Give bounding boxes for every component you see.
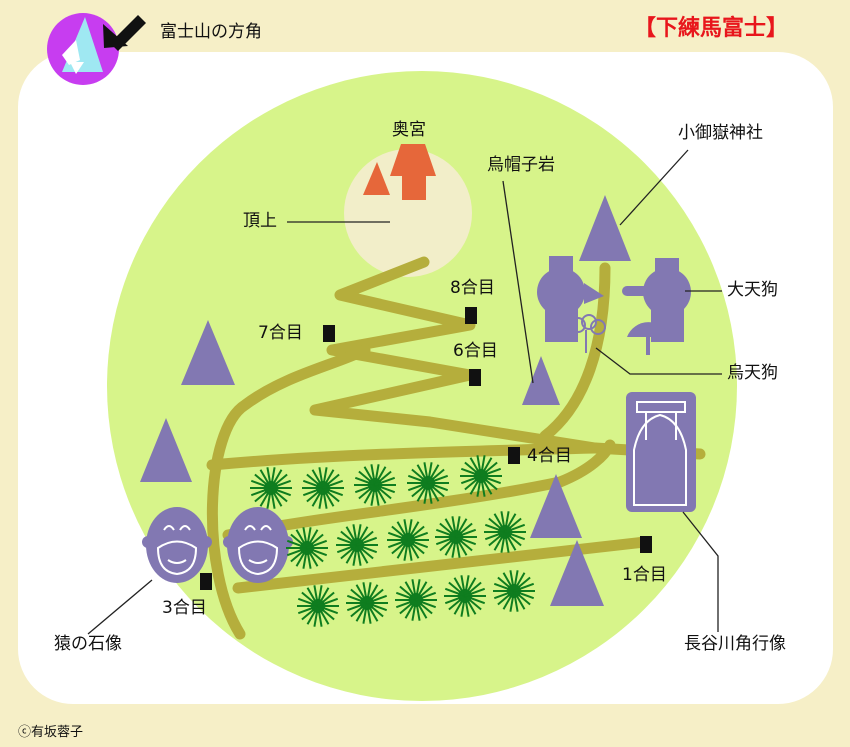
stone-triangle — [550, 540, 604, 606]
leader-lines — [87, 149, 722, 635]
mountain-path — [206, 256, 706, 640]
pine-shrub-icon — [302, 467, 344, 509]
pine-shrub-icon — [286, 527, 328, 569]
hasegawa-statue-label: 長谷川角行像 — [684, 634, 786, 654]
monkey-statue-icon — [142, 507, 212, 583]
karasutengu-label: 烏天狗 — [727, 363, 778, 383]
pine-shrub-icon — [484, 511, 526, 553]
pine-shrub-icon — [346, 582, 388, 624]
summit-label: 頂上 — [243, 211, 277, 231]
stone-triangle — [530, 474, 582, 538]
station-1-label: 1合目 — [622, 565, 667, 585]
pine-shrub-icon — [407, 462, 449, 504]
daitengu-statue-icon — [622, 258, 691, 342]
stone-triangle — [140, 418, 192, 482]
station-marker-4 — [508, 447, 520, 464]
okumiya-shrine-icon — [363, 144, 436, 200]
stone-triangle — [522, 356, 560, 405]
pine-shrub-icon — [493, 570, 535, 612]
copyright-credit: ⓒ有坂蓉子 — [18, 725, 84, 740]
monkey-statues-label: 猿の石像 — [54, 634, 122, 654]
station-6-label: 6合目 — [453, 341, 498, 361]
pine-shrub-icon — [395, 579, 437, 621]
feather-fan-icon — [570, 314, 606, 353]
stone-triangle — [181, 320, 235, 385]
station-3-label: 3合目 — [162, 598, 207, 618]
map-title: 【下練馬富士】 — [634, 16, 789, 41]
pine-shrub-icon — [297, 585, 339, 627]
fuji-direction-label: 富士山の方角 — [160, 22, 262, 42]
station-marker-3 — [200, 573, 212, 590]
pine-shrub-icon — [460, 455, 502, 497]
pine-shrub-icon — [250, 467, 292, 509]
karasutengu-statue-icon — [537, 256, 604, 342]
hasegawa-statue-icon — [626, 392, 696, 512]
monkey-statue-icon — [223, 507, 293, 583]
stone-markers — [140, 195, 631, 606]
station-7-label: 7合目 — [258, 323, 303, 343]
pine-shrub-icon — [444, 575, 486, 617]
stone-triangle — [579, 195, 631, 261]
direction-arrow-icon — [103, 15, 146, 51]
station-marker-7 — [323, 325, 335, 342]
okumiya-label: 奥宮 — [392, 120, 426, 140]
mount-fuji-direction-icon — [47, 13, 119, 85]
pine-shrub-icon — [387, 519, 429, 561]
eboshi-rock-label: 烏帽子岩 — [487, 155, 555, 175]
station-4-label: 4合目 — [527, 446, 572, 466]
palm-fan-icon — [627, 322, 670, 355]
station-marker-1 — [640, 536, 652, 553]
pine-shrubs — [250, 455, 535, 627]
pine-shrub-icon — [435, 516, 477, 558]
station-markers — [200, 307, 652, 590]
pine-shrub-icon — [354, 464, 396, 506]
station-marker-6 — [469, 369, 481, 386]
pine-shrub-icon — [336, 524, 378, 566]
daitengu-label: 大天狗 — [727, 280, 778, 300]
komitake-shrine-label: 小御嶽神社 — [678, 123, 763, 143]
station-marker-8 — [465, 307, 477, 324]
station-8-label: 8合目 — [450, 278, 495, 298]
